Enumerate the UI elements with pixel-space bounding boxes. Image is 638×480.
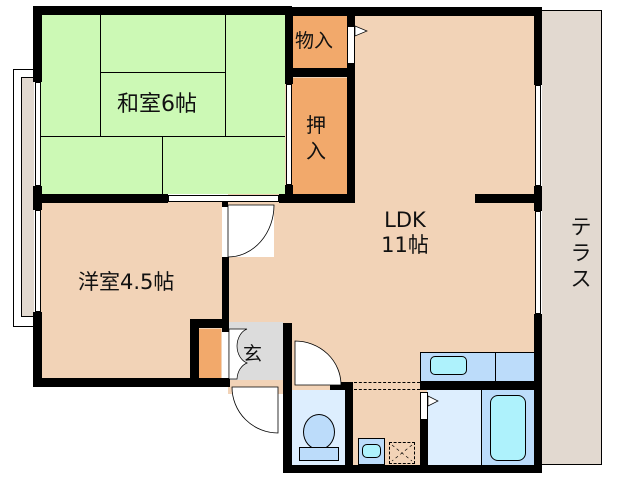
youshitsu-label: 洋室4.5帖 xyxy=(78,270,175,294)
terrace-char-3: ス xyxy=(570,267,592,291)
wall xyxy=(33,378,230,387)
wall xyxy=(285,7,542,16)
terrace-char-2: ラ xyxy=(570,241,592,265)
window-washitsu-left xyxy=(35,82,41,186)
wall xyxy=(190,319,199,387)
wall xyxy=(420,382,542,390)
tatami-line xyxy=(100,72,226,73)
wall xyxy=(285,68,355,77)
wall xyxy=(347,64,355,202)
door-swing-youshitsu[interactable] xyxy=(227,204,276,259)
left-balcony-inner xyxy=(21,77,34,317)
kitchen-sink-icon xyxy=(430,356,467,375)
door-mono-ire[interactable] xyxy=(347,26,355,64)
door-swing-entrance[interactable] xyxy=(231,386,280,437)
door-swing-toilet[interactable] xyxy=(294,340,343,386)
washing-machine-x-icon xyxy=(391,444,413,462)
wall xyxy=(283,380,292,472)
wall xyxy=(534,7,542,85)
window-youshitsu-left xyxy=(35,210,41,312)
washroom-floor xyxy=(427,390,481,465)
ldk-label: LDK 11帖 xyxy=(380,208,430,258)
counter-divider xyxy=(495,352,496,382)
oshiire-label: 押 入 xyxy=(306,112,326,164)
wall xyxy=(33,312,42,386)
toilet-tank-icon xyxy=(299,447,339,461)
wall xyxy=(190,319,229,328)
door-bath-flag-icon xyxy=(427,395,439,407)
wall xyxy=(285,7,293,84)
door-mono-ire-flag-icon xyxy=(354,25,368,37)
tatami-line xyxy=(225,14,226,136)
wall xyxy=(283,323,292,388)
wall xyxy=(345,382,353,472)
wall xyxy=(285,185,293,202)
tatami-line xyxy=(41,136,285,137)
door-bath[interactable] xyxy=(420,392,428,420)
wash-basin-bowl-icon xyxy=(362,444,381,458)
wall xyxy=(33,194,168,203)
wall xyxy=(283,465,542,473)
wall xyxy=(475,194,537,203)
wall xyxy=(222,257,229,332)
toilet-bowl-icon xyxy=(303,414,335,450)
wall xyxy=(330,382,352,390)
wall xyxy=(534,186,542,211)
terrace-label: テ ラ ス xyxy=(566,214,596,292)
genkan-label: 玄 xyxy=(243,343,263,365)
wall xyxy=(279,194,355,203)
sliding-door-washitsu[interactable] xyxy=(168,195,279,202)
wall xyxy=(222,202,228,207)
window-washitsu-right xyxy=(286,84,292,185)
bathtub-icon xyxy=(490,395,526,461)
terrace xyxy=(542,10,602,465)
tatami-line xyxy=(100,14,101,136)
washitsu-label: 和室6帖 xyxy=(117,92,197,117)
oshiire-label-1: 押 xyxy=(306,113,326,137)
youshitsu-closet xyxy=(199,329,221,379)
washitsu-floor xyxy=(41,14,285,194)
wall xyxy=(347,7,355,26)
mono-ire-label: 物入 xyxy=(295,30,334,52)
wall xyxy=(534,314,542,473)
oshiire-floor xyxy=(292,78,347,194)
ldk-label-2: 11帖 xyxy=(381,233,429,257)
wall xyxy=(420,420,428,472)
washing-machine-space xyxy=(389,442,415,464)
mono-ire-floor xyxy=(292,14,347,69)
door-swing-genkan-closet[interactable] xyxy=(228,328,249,380)
window-ldk-upper xyxy=(535,85,541,186)
wall xyxy=(33,6,292,15)
terrace-char-1: テ xyxy=(570,215,592,239)
oshiire-label-2: 入 xyxy=(306,139,326,163)
window-ldk-lower xyxy=(535,211,541,314)
ldk-label-1: LDK xyxy=(384,208,426,232)
tatami-line xyxy=(162,136,163,194)
wall xyxy=(33,6,42,82)
dashed-boundary xyxy=(354,382,420,390)
